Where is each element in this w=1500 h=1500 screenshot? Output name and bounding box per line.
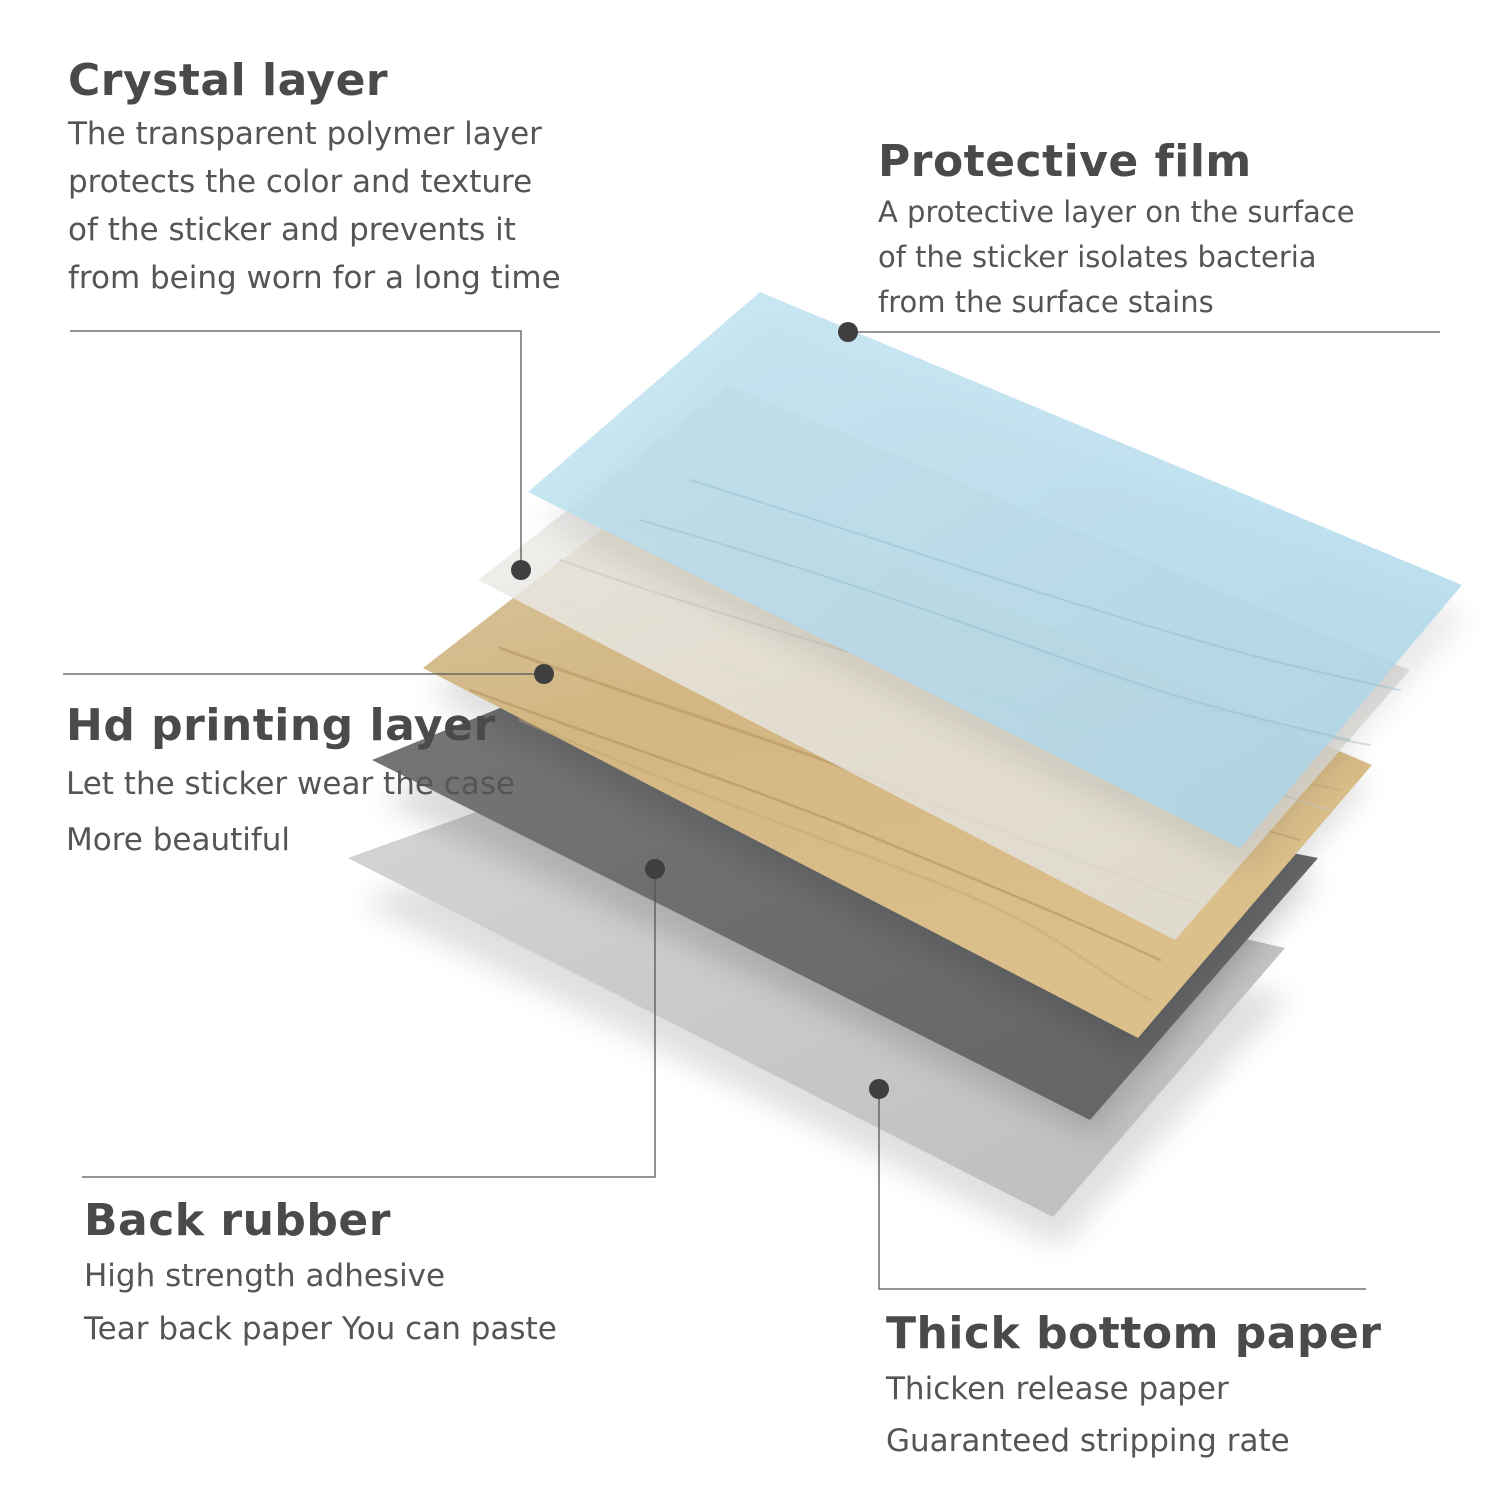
rubber-callout-line	[82, 869, 656, 1178]
protective-film-desc-2: of the sticker isolates bacteria	[878, 240, 1317, 274]
back-rubber-label: Back rubber High strength adhesive Tear …	[84, 1192, 557, 1356]
crystal-layer-desc-1: The transparent polymer layer	[68, 116, 542, 152]
printing-layer-title: Hd printing layer	[66, 700, 496, 751]
protective-film-layer	[528, 292, 1468, 871]
protective-callout-dot	[838, 322, 858, 342]
protective-film-desc-1: A protective layer on the surface	[878, 195, 1355, 229]
bottom-paper-label: Thick bottom paper Thicken release paper…	[886, 1305, 1382, 1467]
protective-film-title: Protective film	[878, 136, 1252, 187]
crystal-layer-desc-2: protects the color and texture	[68, 164, 533, 200]
bottom-paper-desc-1: Thicken release paper	[886, 1371, 1229, 1407]
back-rubber-title: Back rubber	[84, 1195, 391, 1246]
printing-layer-desc-2: More beautiful	[66, 822, 291, 858]
back-rubber-desc-2: Tear back paper You can paste	[84, 1311, 557, 1347]
rubber-callout-dot	[645, 859, 665, 879]
thick-callout-dot	[869, 1079, 889, 1099]
crystal-layer-desc-4: from being worn for a long time	[68, 260, 561, 296]
protective-film-label: Protective film A protective layer on th…	[878, 134, 1355, 325]
crystal-layer-desc-3: of the sticker and prevents it	[68, 212, 516, 248]
hd-callout-dot	[534, 664, 554, 684]
protective-film-desc-3: from the surface stains	[878, 285, 1214, 319]
crystal-callout-line	[70, 330, 522, 570]
back-rubber-desc-1: High strength adhesive	[84, 1258, 446, 1294]
printing-layer-desc-1: Let the sticker wear the case	[66, 766, 516, 802]
bottom-paper-title: Thick bottom paper	[886, 1308, 1382, 1359]
crystal-callout-dot	[511, 560, 531, 580]
thick-callout-line	[878, 1089, 1366, 1290]
printing-layer-label: Hd printing layer Let the sticker wear t…	[66, 696, 515, 868]
crystal-layer-title: Crystal layer	[68, 55, 389, 106]
bottom-paper-desc-2: Guaranteed stripping rate	[886, 1423, 1290, 1459]
crystal-layer-label: Crystal layer The transparent polymer la…	[68, 52, 561, 302]
